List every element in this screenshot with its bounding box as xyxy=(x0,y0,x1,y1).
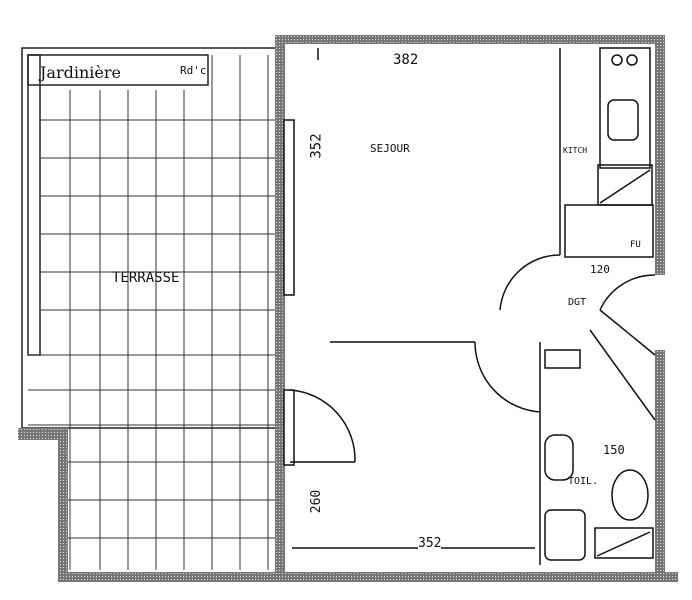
terrace xyxy=(21,47,279,570)
terrace-label: TERRASSE xyxy=(112,270,180,286)
dim-hall-width: 120 xyxy=(590,263,610,276)
fridge-label: FU xyxy=(630,240,641,250)
walls xyxy=(18,35,678,582)
dim-lower-depth: 260 xyxy=(309,489,325,514)
planter-note: Rd'c xyxy=(180,64,207,77)
living-label: SEJOUR xyxy=(370,142,410,155)
window xyxy=(283,119,295,296)
interior-lines xyxy=(283,47,656,565)
bathroom-label: TOIL. xyxy=(568,476,599,487)
dim-bottom-width: 352 xyxy=(418,536,442,551)
planter-side xyxy=(27,54,41,356)
window-door xyxy=(283,389,295,466)
kitchen-label: KITCH xyxy=(563,146,588,155)
hall-label: DGT xyxy=(568,297,587,308)
planter-label: Jardinière xyxy=(40,63,121,82)
door-swing xyxy=(289,389,356,463)
dim-bath-width: 150 xyxy=(603,443,625,457)
dim-living-width: 382 xyxy=(393,52,419,68)
terrace-tile-grid xyxy=(28,55,275,570)
dim-living-depth: 352 xyxy=(308,133,325,159)
